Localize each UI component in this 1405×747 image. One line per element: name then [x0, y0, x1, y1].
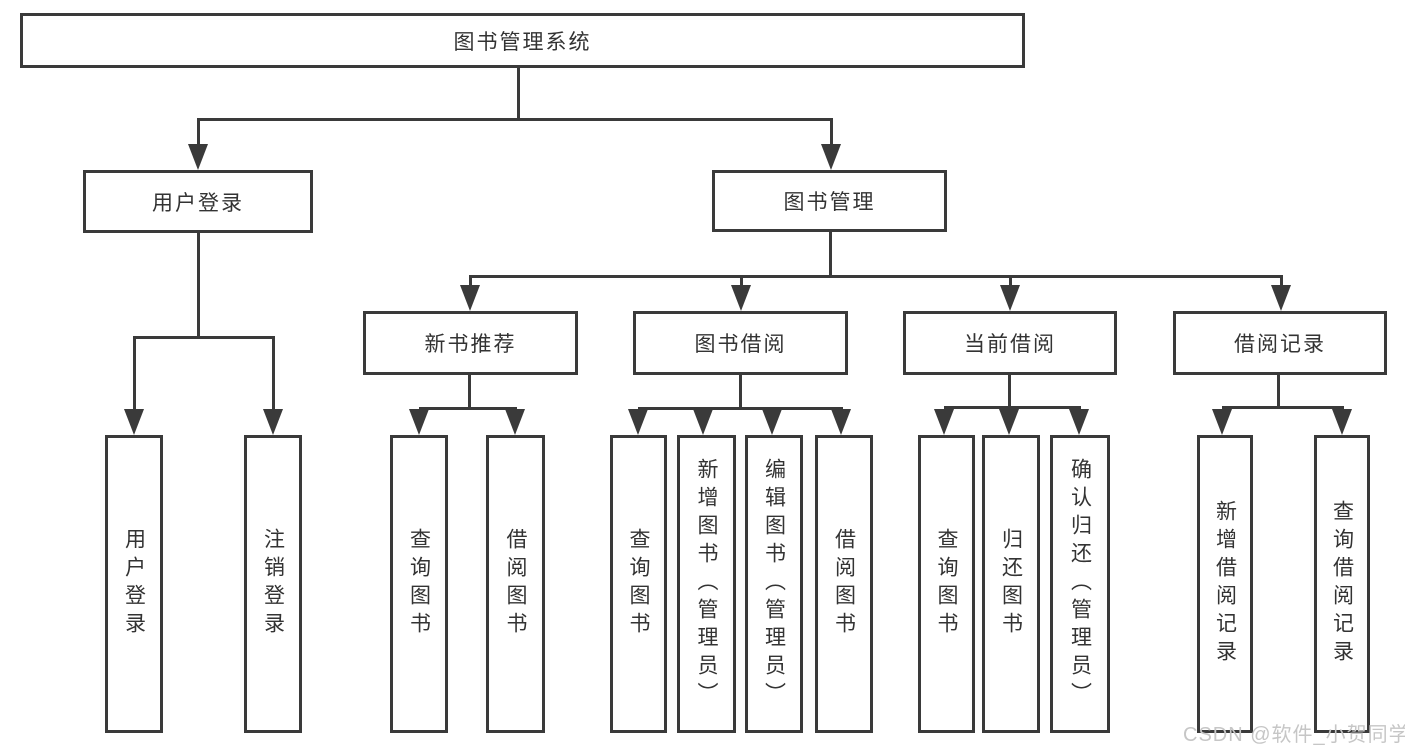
- node-leaf-nb-borrow-books-label: 借阅图书: [504, 528, 527, 640]
- node-book-mgmt-label: 图书管理: [783, 191, 876, 214]
- node-book-mgmt: 图书管理: [712, 170, 947, 232]
- connector-newbooks-hline: [419, 407, 517, 410]
- node-leaf-cb-query-books: 查询图书: [918, 435, 975, 733]
- connector-root-stem: [517, 68, 520, 120]
- node-user-login-label: 用户登录: [152, 191, 244, 215]
- node-leaf-cb-confirm-return: 确认归还（管理员）: [1050, 435, 1110, 733]
- node-leaf-br-add-record-label: 新增借阅记录: [1213, 500, 1237, 668]
- connector-logout-stem: [272, 336, 275, 411]
- arrowhead-to-login: [124, 409, 144, 435]
- connector-userlogin-down: [197, 233, 200, 338]
- node-current-borrow: 当前借阅: [903, 311, 1117, 375]
- connector-login-stem: [133, 336, 136, 411]
- node-borrow-records-label: 借阅记录: [1234, 333, 1326, 356]
- arrowhead-to-book-borrow: [731, 285, 751, 311]
- arrowhead-to-bb-borrow: [831, 409, 851, 435]
- arrowhead-to-user-login: [188, 144, 208, 170]
- arrowhead-to-borrow-records: [1271, 285, 1291, 311]
- node-book-borrow-label: 图书借阅: [694, 333, 787, 356]
- node-new-books-label: 新书推荐: [424, 333, 517, 356]
- node-leaf-br-query-record: 查询借阅记录: [1314, 435, 1370, 733]
- node-leaf-user-login-label: 用户登录: [122, 528, 146, 640]
- connector-borrowrecords-hline: [1222, 406, 1344, 409]
- csdn-watermark: CSDN @软件_小贺同学: [1183, 724, 1405, 746]
- connector-newbooks-stem: [469, 275, 472, 289]
- node-leaf-bb-query-books: 查询图书: [610, 435, 667, 733]
- node-book-borrow: 图书借阅: [633, 311, 848, 375]
- node-leaf-br-query-record-label: 查询借阅记录: [1330, 500, 1354, 668]
- node-leaf-bb-add-books: 新增图书（管理员）: [677, 435, 736, 733]
- node-new-books: 新书推荐: [363, 311, 578, 375]
- node-leaf-bb-query-books-label: 查询图书: [627, 528, 650, 640]
- node-leaf-br-add-record: 新增借阅记录: [1197, 435, 1253, 733]
- arrowhead-to-bb-edit: [762, 409, 782, 435]
- connector-bookborrow-hline: [638, 407, 843, 410]
- arrowhead-to-nb-query: [409, 409, 429, 435]
- connector-bookborrow-down: [739, 375, 742, 409]
- node-leaf-nb-query-books-label: 查询图书: [407, 528, 431, 640]
- node-leaf-user-login: 用户登录: [105, 435, 163, 733]
- connector-level3-hline: [470, 275, 1283, 278]
- node-leaf-bb-edit-books: 编辑图书（管理员）: [745, 435, 803, 733]
- node-leaf-nb-borrow-books: 借阅图书: [486, 435, 545, 733]
- connector-bookmgmt-down: [829, 232, 832, 277]
- node-leaf-cb-query-books-label: 查询图书: [935, 528, 958, 640]
- connector-currentborrow-stem: [1009, 275, 1012, 289]
- connector-currentborrow-down: [1008, 375, 1011, 408]
- connector-borrowrecords-stem: [1280, 275, 1283, 289]
- node-library-system-label: 图书管理系统: [453, 30, 592, 54]
- arrowhead-to-logout: [263, 409, 283, 435]
- node-leaf-bb-borrow-books-label: 借阅图书: [832, 528, 856, 640]
- node-current-borrow-label: 当前借阅: [964, 333, 1056, 356]
- arrowhead-to-cb-return: [999, 409, 1019, 435]
- arrowhead-to-book-mgmt: [821, 144, 841, 170]
- connector-userlogin-hline: [134, 336, 275, 339]
- arrowhead-to-cb-confirm: [1069, 409, 1089, 435]
- arrowhead-to-bb-add: [693, 409, 713, 435]
- node-leaf-logout: 注销登录: [244, 435, 302, 733]
- node-borrow-records: 借阅记录: [1173, 311, 1387, 375]
- connector-level2-hline: [198, 118, 833, 121]
- node-leaf-bb-borrow-books: 借阅图书: [815, 435, 873, 733]
- arrowhead-to-current-borrow: [1000, 285, 1020, 311]
- node-user-login: 用户登录: [83, 170, 313, 233]
- arrowhead-to-br-query: [1332, 409, 1352, 435]
- node-leaf-bb-edit-books-label: 编辑图书（管理员）: [762, 458, 786, 710]
- arrowhead-to-nb-borrow: [505, 409, 525, 435]
- arrowhead-to-bb-query: [628, 409, 648, 435]
- node-leaf-cb-return-books-label: 归还图书: [999, 528, 1023, 640]
- connector-bookmgmt-stem: [830, 118, 833, 146]
- arrowhead-to-cb-query: [934, 409, 954, 435]
- node-library-system: 图书管理系统: [20, 13, 1025, 68]
- node-leaf-cb-return-books: 归还图书: [982, 435, 1040, 733]
- node-leaf-logout-label: 注销登录: [261, 528, 285, 640]
- node-leaf-nb-query-books: 查询图书: [390, 435, 448, 733]
- connector-borrowrecords-down: [1277, 375, 1280, 408]
- node-leaf-cb-confirm-return-label: 确认归还（管理员）: [1068, 458, 1092, 710]
- connector-currentborrow-hline: [944, 406, 1081, 409]
- connector-bookborrow-stem: [740, 275, 743, 289]
- node-leaf-bb-add-books-label: 新增图书（管理员）: [695, 458, 718, 710]
- connector-newbooks-down: [468, 375, 471, 409]
- connector-userlogin-stem: [197, 118, 200, 146]
- arrowhead-to-br-add: [1212, 409, 1232, 435]
- arrowhead-to-new-books: [460, 285, 480, 311]
